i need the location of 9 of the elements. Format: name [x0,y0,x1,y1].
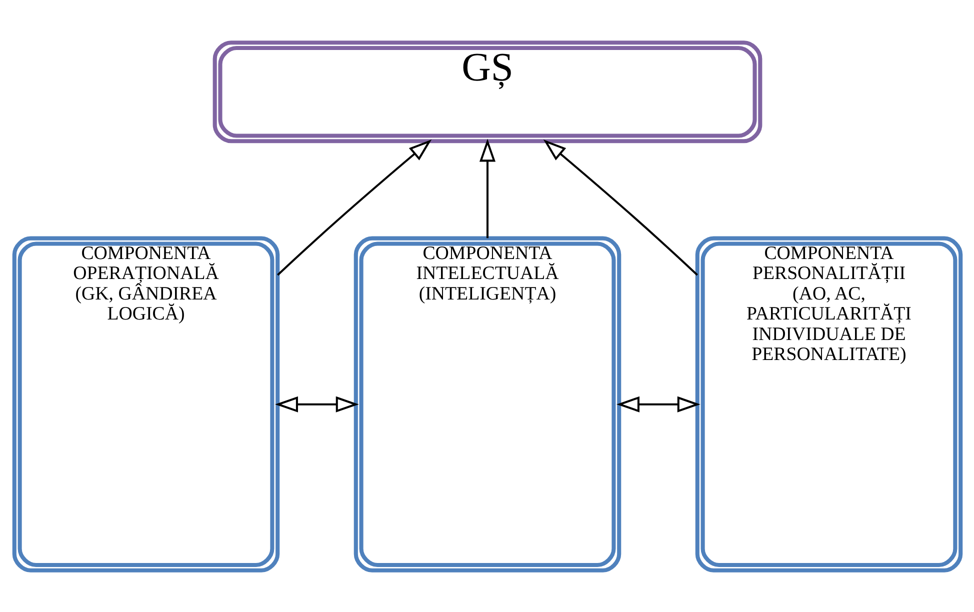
node-box: COMPONENTA PERSONALITĂȚII (AO, AC, PARTICULARITĂȚI INDIVIDUALE DE PERSONALITATE) [694,236,962,572]
node-box: COMPONENTA INTELECTUALĂ (INTELIGENȚA) [353,236,621,572]
arrow [616,396,700,412]
arrow [478,138,496,238]
node-box: GȘ [212,40,762,143]
arrow [276,138,432,276]
arrow [274,396,358,412]
arrow [542,138,698,276]
node-box: COMPONENTA OPERAȚIONALĂ (GK, GÂNDIREA LOGICĂ) [12,236,280,572]
